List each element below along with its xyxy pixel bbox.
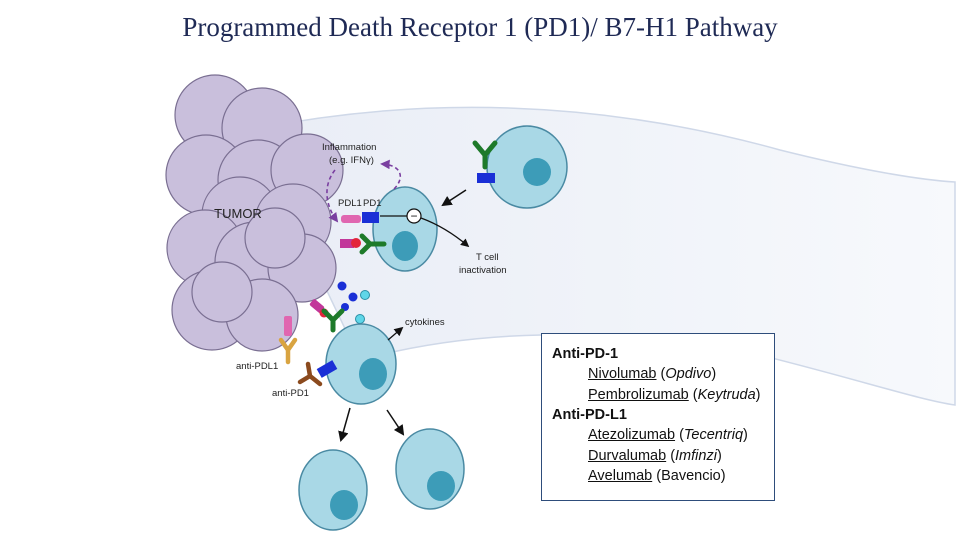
anti-pdl1-label: anti-PDL1 [236, 361, 278, 372]
drug-item: Durvalumab (Imfinzi) [588, 447, 722, 464]
drug-item: Atezolizumab (Tecentriq) [588, 427, 748, 443]
inflammation-label-1: Inflammation [322, 142, 376, 153]
inflammation-arrow-from-tcell [380, 159, 402, 190]
minus-sign: − [410, 209, 417, 223]
drug-item: Avelumab (Bavencio) [588, 468, 726, 484]
arrow-cytokines [387, 326, 404, 341]
inflammation-arrow-to-tumor [326, 169, 339, 223]
inhibition-circle [406, 208, 422, 224]
drug-item: Nivolumab (Opdivo) [588, 366, 717, 382]
anti-pd1-antibody [297, 361, 323, 387]
pd1-label: PD1 [363, 198, 381, 209]
tcr-receptor-middle [359, 233, 387, 255]
inflammation-label-2: (e.g. IFNγ) [329, 155, 374, 166]
drug-item: Pembrolizumab (Keytruda) [588, 386, 761, 403]
anti-pdl1-heading: Anti-PD-L1 [552, 407, 627, 423]
t-cell-daughter-left [298, 449, 368, 531]
mhc-ligand [340, 239, 354, 248]
tcr-receptor [472, 140, 498, 170]
drug-list-box: Anti-PD-1 Nivolumab (Opdivo) Pembrolizum… [541, 333, 775, 501]
arrow-proliferation-right [386, 409, 405, 436]
pdl1-ligand-lower [309, 299, 325, 313]
tumor-cell [244, 207, 306, 269]
arrow-tcell-inactivation [420, 217, 470, 248]
t-cell-top-right [472, 125, 568, 209]
t-cell-middle [372, 186, 438, 272]
tumor-cluster [165, 74, 344, 352]
pd1-receptor [477, 173, 495, 183]
pdl1-label: PDL1 [338, 198, 362, 209]
tcell-inactivation-label-1: T cell [476, 252, 499, 263]
cytokine-particles [337, 281, 370, 324]
antigen [351, 238, 361, 248]
pd1-receptor-lower [316, 360, 338, 378]
tcr-receptor-lower [321, 308, 345, 333]
tumor-cell [191, 261, 253, 323]
t-cell-activated [325, 323, 397, 405]
pd1-receptor-middle [362, 212, 379, 223]
arrow-proliferation-left [338, 407, 351, 443]
arrow-tcell-migration [441, 189, 467, 207]
page-title: Programmed Death Receptor 1 (PD1)/ B7-H1… [182, 12, 778, 42]
anti-pdl1-antibody [278, 337, 298, 365]
tcell-inactivation-label-2: inactivation [459, 265, 507, 276]
pdl1-ligand-blocked [284, 316, 292, 336]
anti-pd1-heading: Anti-PD-1 [552, 346, 619, 362]
cytokines-label: cytokines [405, 317, 445, 328]
t-cell-daughter-right [395, 428, 465, 510]
pdl1-ligand-top [341, 215, 361, 223]
tumor-label: TUMOR [214, 206, 262, 221]
anti-pd1-label: anti-PD1 [272, 388, 309, 399]
